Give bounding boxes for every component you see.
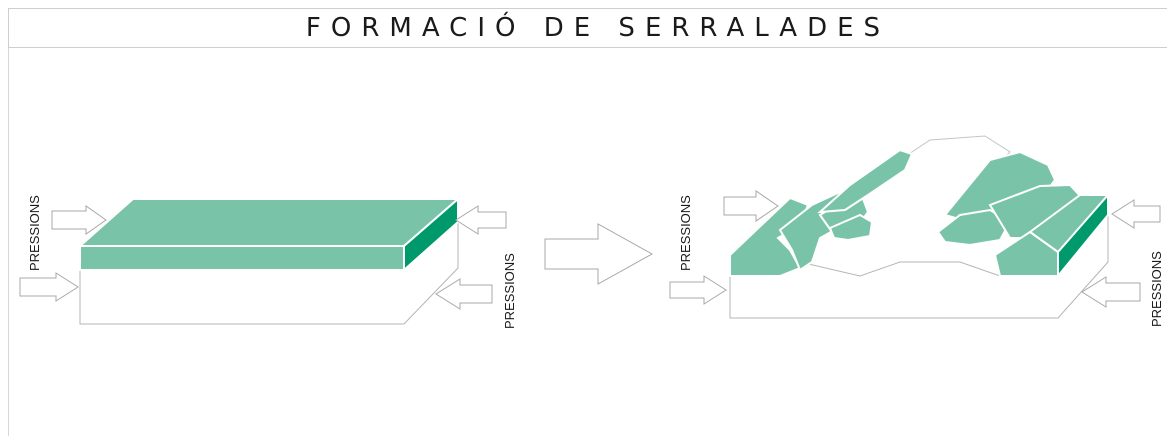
flat-block xyxy=(77,196,461,325)
arrow-right-icon xyxy=(19,272,79,302)
pressure-label: PRESSIONS xyxy=(678,195,693,271)
fold-left-bulge-3 xyxy=(828,213,874,242)
big-arrow-right-icon xyxy=(544,223,654,285)
arrow-left-icon xyxy=(1081,276,1141,308)
pressure-label: PRESSIONS xyxy=(27,195,42,271)
folded-block xyxy=(729,135,1111,319)
pressure-label: PRESSIONS xyxy=(1149,251,1164,327)
arrow-right-icon xyxy=(51,205,107,235)
fold-left-front xyxy=(729,196,810,277)
page-title: FORMACIÓ DE SERRALADES xyxy=(305,13,891,43)
arrow-left-icon xyxy=(455,205,507,235)
flat-block-layer-front xyxy=(79,245,405,271)
flat-block-layer-side xyxy=(403,196,459,273)
frame-left-border xyxy=(8,48,9,436)
arrow-right-icon xyxy=(723,190,779,222)
pressure-arrows-flat xyxy=(19,205,507,310)
fold-right-side xyxy=(1057,192,1109,279)
title-bar: FORMACIÓ DE SERRALADES xyxy=(8,8,1167,48)
arrow-right-icon xyxy=(669,275,727,305)
fold-left-crest xyxy=(817,148,914,214)
flat-block-layer-top xyxy=(77,198,461,247)
arrow-left-icon xyxy=(435,278,493,310)
arrow-left-icon xyxy=(1111,199,1161,229)
pressure-label: PRESSIONS xyxy=(502,253,517,329)
pressure-arrows-folded xyxy=(669,190,1161,308)
